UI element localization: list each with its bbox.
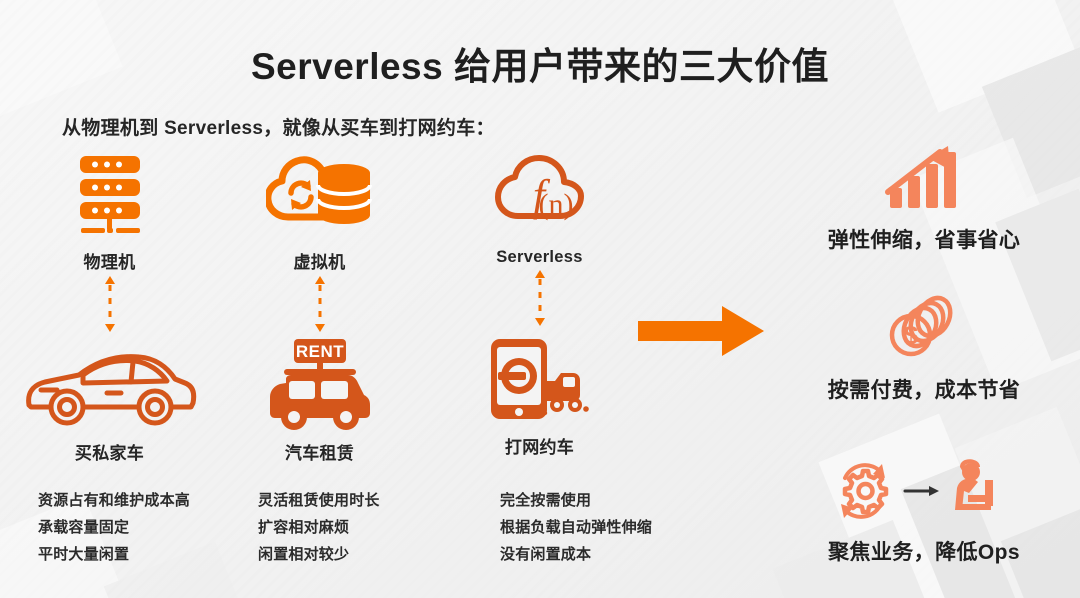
dashed-double-arrow-icon [2,273,217,335]
bullet-list-physical: 资源占有和维护成本高 承载容量固定 平时大量闲置 [38,487,190,577]
growth-chart-icon [768,140,1080,218]
page-title: Serverless 给用户带来的三大价值 [250,46,829,87]
value-item-focus-business: 聚焦业务，降低Ops [768,452,1080,566]
right-arrow-icon [638,303,764,364]
value-label: 聚焦业务，降低Ops [828,541,1020,564]
list-item: 完全按需使用 [500,492,592,509]
page-subtitle: 从物理机到 Serverless，就像从买车到打网约车： [62,118,495,139]
value-item-elasticity: 弹性伸缩，省事省心 [768,140,1080,254]
evolution-column-serverless: f (n) Serverless [432,148,647,458]
vehicle-label: 买私家车 [74,444,145,463]
bullet-list-serverless: 完全按需使用 根据负载自动弹性伸缩 没有闲置成本 [500,487,652,577]
evolution-column-vm: 虚拟机 RENT [212,148,427,464]
svg-text:RENT: RENT [295,342,343,361]
list-item: 资源占有和维护成本高 [38,492,191,509]
bullet-list-vm: 灵活租赁使用时长 扩容相对麻烦 闲置相对较少 [258,487,380,577]
evolution-column-physical: 物理机 [2,148,217,464]
tech-label: Serverless [496,248,583,266]
tech-label: 物理机 [83,253,136,272]
ride-hailing-phone-icon [432,329,647,425]
rental-car-icon: RENT [212,335,427,431]
vehicle-label: 打网约车 [504,438,575,457]
dashed-double-arrow-icon [432,267,647,329]
value-label: 弹性伸缩，省事省心 [827,229,1021,252]
list-item: 平时大量闲置 [38,546,130,563]
list-item: 承载容量固定 [38,519,130,536]
cloud-database-icon [212,148,427,244]
list-item: 闲置相对较少 [258,546,350,563]
value-item-pay-as-you-go: $ 按需付费，成本节省 [768,290,1080,404]
tech-label: 虚拟机 [293,253,346,272]
list-item: 没有闲置成本 [500,546,592,563]
gear-to-developer-icon [768,452,1080,530]
list-item: 灵活租赁使用时长 [258,492,380,509]
svg-text:(n): (n) [538,188,573,221]
list-item: 根据负载自动弹性伸缩 [500,519,653,536]
server-rack-icon [2,148,217,244]
svg-text:$: $ [904,320,919,350]
list-item: 扩容相对麻烦 [258,519,350,536]
value-label: 按需付费，成本节省 [827,379,1021,402]
car-outline-icon [2,335,217,431]
evolution-columns: 物理机 [0,148,640,463]
coin-stack-icon: $ [768,290,1080,368]
dashed-double-arrow-icon [212,273,427,335]
cloud-function-icon: f (n) [432,148,647,244]
vehicle-label: 汽车租赁 [284,444,355,463]
